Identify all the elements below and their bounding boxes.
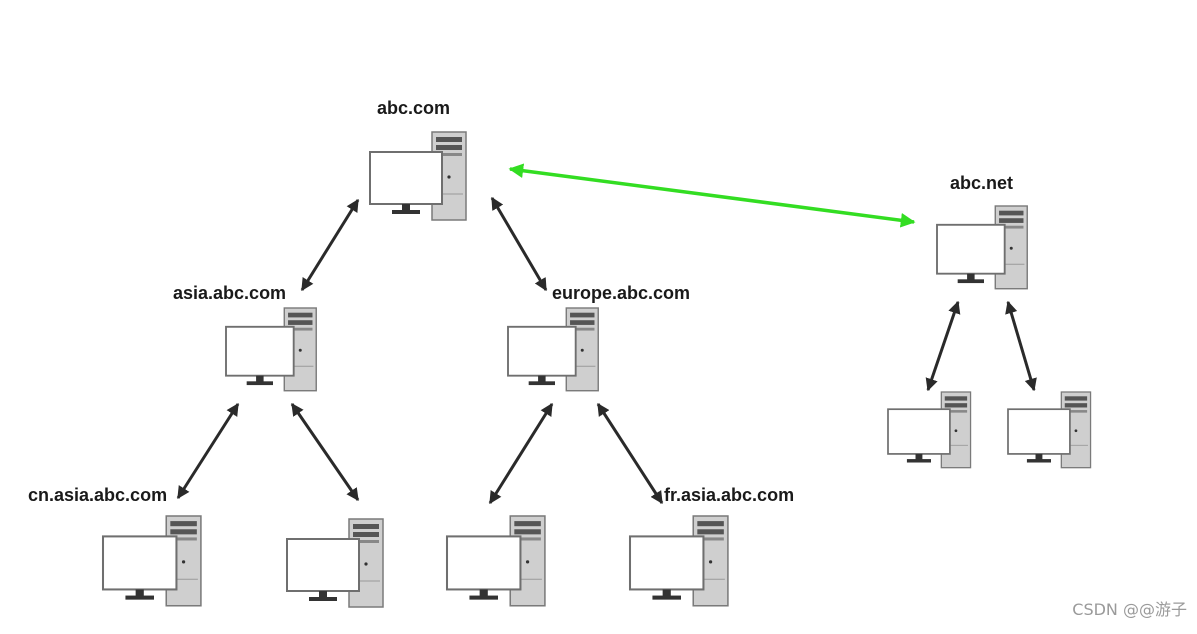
computer-icon [369, 131, 467, 221]
node-label-fr: fr.asia.abc.com [664, 485, 794, 505]
arrow-abc-europe [490, 196, 548, 292]
arrow-net-right [1005, 300, 1037, 392]
computer-icon [101, 514, 202, 607]
watermark: CSDN @@游子 [1072, 600, 1187, 619]
arrow-net-left [925, 300, 961, 392]
trust-arrow-abc-com-abc-net [508, 163, 916, 228]
computer-icon [286, 518, 384, 608]
arrow-abc-asia [300, 198, 360, 292]
node-label-cn: cn.asia.abc.com [28, 485, 167, 505]
computer-icon [936, 205, 1029, 290]
node-label-abc-com: abc.com [377, 98, 450, 118]
arrow-asia-leaf [290, 402, 360, 502]
computer-icon [225, 307, 318, 392]
computer-icon [628, 514, 729, 607]
computer-icon [887, 391, 972, 469]
arrow-asia-cn [176, 402, 240, 500]
tree-connections [176, 196, 1037, 505]
node-label-asia: asia.abc.com [173, 283, 286, 303]
arrow-europe-leaf [488, 402, 554, 505]
node-label-abc-net: abc.net [950, 173, 1013, 193]
arrow-europe-fr [596, 402, 664, 505]
computer-icon [507, 307, 600, 392]
computer-icon [1007, 391, 1092, 469]
node-label-europe: europe.abc.com [552, 283, 690, 303]
computer-icon [445, 514, 546, 607]
